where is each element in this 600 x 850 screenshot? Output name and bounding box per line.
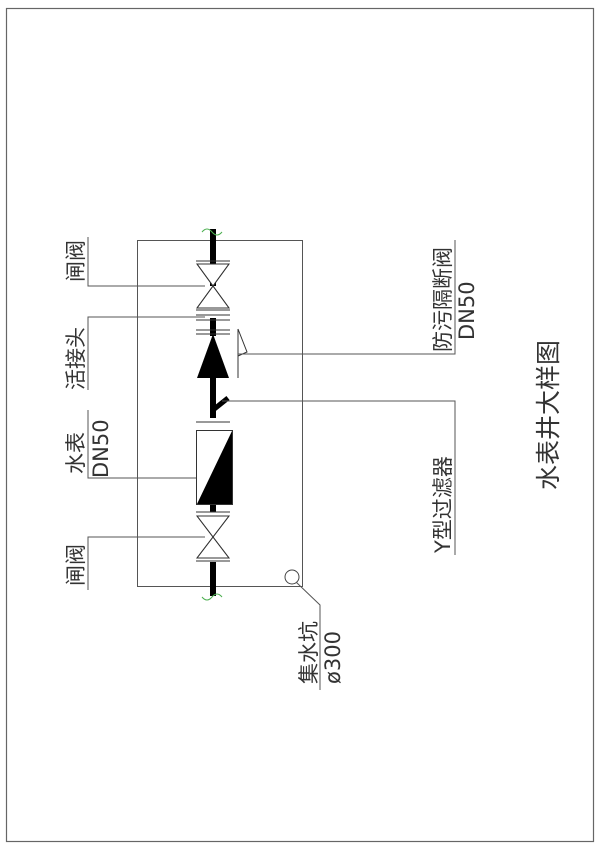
label-gate-valve-top: 闸阀 <box>64 240 88 282</box>
backflow-preventer-symbol <box>197 334 229 378</box>
label-sump-pit: 集水坑 <box>297 621 321 684</box>
sump-pit-symbol <box>284 569 300 585</box>
pipe-break-mark-top <box>201 228 223 236</box>
leader-lines <box>87 237 456 690</box>
water-meter-symbol <box>196 421 233 513</box>
well-outline <box>137 240 303 587</box>
union-joint-symbol <box>196 314 230 335</box>
drawing-frame <box>5 7 595 843</box>
gate-valve-top-symbol <box>196 260 230 311</box>
label-gate-valve-bottom: 闸阀 <box>64 544 88 586</box>
y-strainer-symbol <box>211 396 230 412</box>
label-water-meter-size: DN50 <box>89 419 113 478</box>
backflow-preventer-flag <box>237 328 248 357</box>
label-backflow-preventer: 防污隔断阀 <box>431 247 455 352</box>
label-sump-pit-size: ø300 <box>321 631 345 684</box>
label-y-strainer: Y型过滤器 <box>431 456 455 554</box>
label-union-joint: 活接头 <box>64 327 88 390</box>
label-water-meter: 水表 <box>64 432 88 474</box>
label-backflow-preventer-size: DN50 <box>455 281 479 340</box>
drawing-title: 水表井大样图 <box>534 340 563 490</box>
gate-valve-bottom-symbol <box>195 515 231 562</box>
pipe-break-mark-bottom <box>201 593 223 601</box>
